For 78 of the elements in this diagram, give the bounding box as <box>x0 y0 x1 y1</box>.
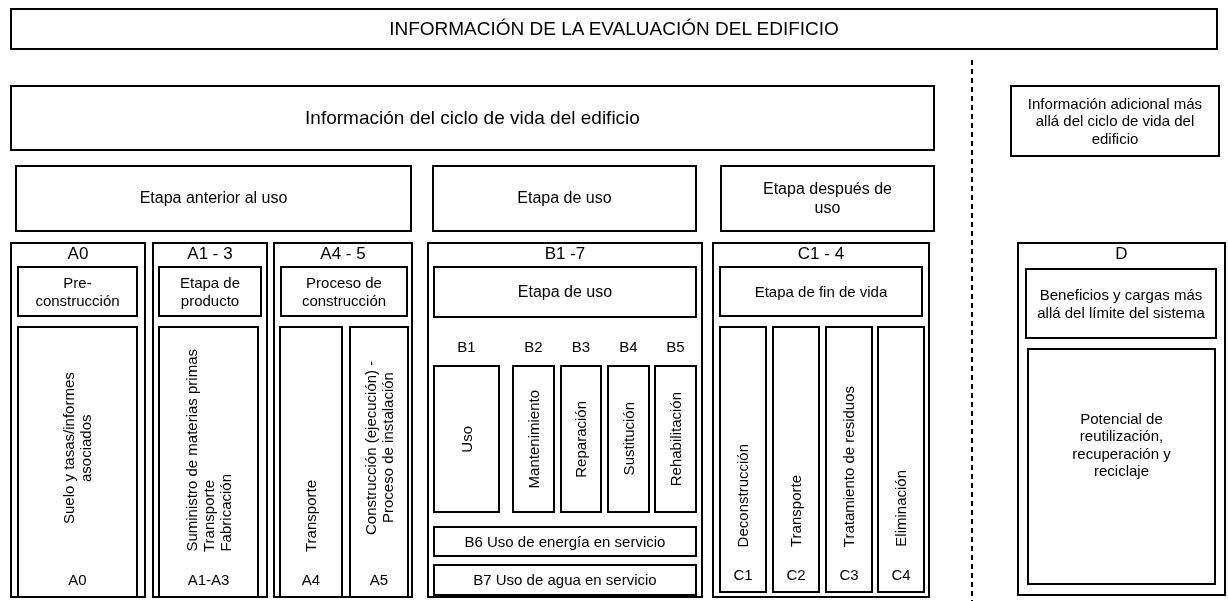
stage-box <box>17 266 138 317</box>
stage-label: Información del ciclo de vida del edificio <box>305 107 640 129</box>
module-label: Reparación <box>572 400 590 478</box>
module-label: Mantenimiento <box>524 389 543 489</box>
module-label: Sustitución <box>619 402 638 476</box>
stage-label: Potencial de reutilización, recuperación y reciclaje <box>1071 410 1172 479</box>
module-column <box>712 242 930 598</box>
stage-box <box>433 266 697 318</box>
stage-label: Etapa de fin de vida <box>754 282 888 301</box>
module-column <box>273 242 413 598</box>
stage-label: Etapa de uso <box>517 282 613 302</box>
module-code: B1 -7 <box>543 244 587 264</box>
module-column <box>10 242 146 598</box>
module-box <box>877 326 925 593</box>
module-box <box>719 326 767 593</box>
module-code: C2 <box>785 565 807 583</box>
module-column <box>427 242 703 598</box>
stage-label: Beneficios y cargas más allá del límite del sistema <box>1037 286 1205 321</box>
stage-box <box>719 266 923 317</box>
module-box <box>772 326 820 593</box>
module-code: A4 - 5 <box>319 244 367 264</box>
stage-box <box>1027 348 1216 585</box>
stage-box <box>433 526 697 557</box>
stage-box <box>1010 85 1220 157</box>
module-label: Suelo y tasas/informes asociados <box>60 371 95 526</box>
module-box <box>279 326 343 598</box>
stage-label: INFORMACIÓN DE LA EVALUACIÓN DEL EDIFICIO <box>389 18 839 40</box>
stage-box <box>15 165 412 232</box>
module-code: A1 - 3 <box>186 244 234 264</box>
module-code: A1-A3 <box>186 570 231 588</box>
module-code: C1 - 4 <box>796 244 846 264</box>
module-label: Eliminación <box>892 470 910 547</box>
module-label: Rehabilitación <box>666 391 685 487</box>
module-label: Transporte <box>302 480 320 552</box>
module-label: Transporte <box>787 475 805 547</box>
module-label: Tratamiento de residuos <box>840 385 858 547</box>
module-label: Suministro de materias primas <box>182 349 200 552</box>
stage-label: B7 Uso de agua en servicio <box>473 571 657 589</box>
stage-box <box>158 266 262 317</box>
module-column <box>152 242 268 598</box>
stage-box <box>10 8 1218 50</box>
stage-box <box>720 165 935 232</box>
stage-box <box>433 564 697 596</box>
module-code: D <box>1114 244 1129 264</box>
module-code: C3 <box>838 565 860 583</box>
module-code: B1 <box>456 338 477 356</box>
module-code: C1 <box>732 565 754 583</box>
module-box <box>349 326 409 598</box>
module-label: Uso <box>457 425 476 453</box>
module-code: B4 <box>618 338 639 356</box>
stage-box <box>280 266 408 317</box>
module-code: A0 <box>67 570 88 588</box>
stage-label: Información adicional más allá del ciclo de vida del edificio <box>1026 95 1204 147</box>
stage-box <box>10 85 935 151</box>
module-code: B2 <box>523 338 544 356</box>
stage-label: Etapa después de uso <box>762 180 893 217</box>
module-code: C4 <box>890 565 912 583</box>
stage-box <box>432 165 697 232</box>
module-code: A4 <box>300 570 322 588</box>
stage-label: Etapa anterior al uso <box>139 189 288 208</box>
module-column <box>1017 242 1226 596</box>
stage-label: Etapa de producto <box>178 274 242 309</box>
stage-label: B6 Uso de energía en servicio <box>464 532 666 551</box>
module-box <box>158 326 259 598</box>
module-box <box>17 326 138 598</box>
module-code: B3 <box>570 338 592 356</box>
module-label: Construcción (ejecución) - Proceso de instalación <box>361 359 397 538</box>
stage-box <box>1025 268 1217 339</box>
stage-label: Etapa de uso <box>517 189 612 208</box>
module-label: Deconstrucción <box>734 443 752 547</box>
stage-label: Pre-construcción <box>34 274 121 309</box>
stage-label: Proceso de construcción <box>300 274 388 309</box>
module-code: A0 <box>66 244 90 264</box>
module-code: A5 <box>368 570 390 588</box>
module-label: Fabricación <box>217 474 235 552</box>
module-code: B5 <box>665 338 686 356</box>
module-box <box>825 326 873 593</box>
module-label: Transporte <box>199 480 217 552</box>
